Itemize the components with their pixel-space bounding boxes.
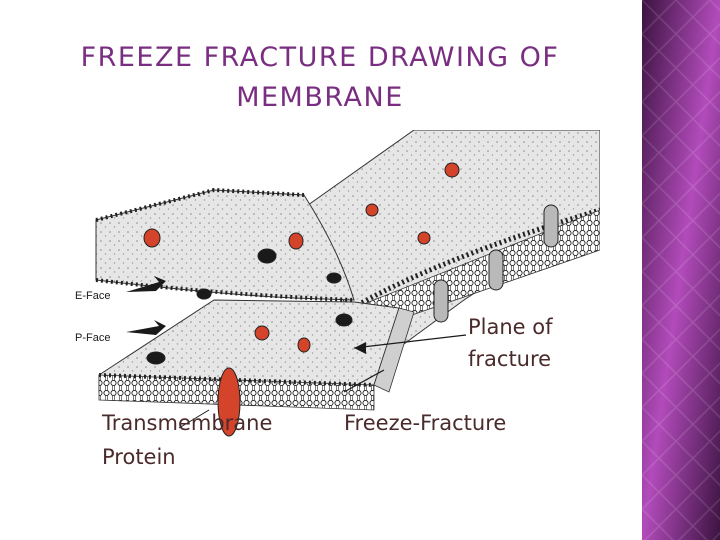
- transmembrane-protein-label-line2: Protein: [102, 445, 176, 469]
- e-face-label: E-Face: [75, 290, 111, 302]
- membrane-pits: [146, 248, 353, 365]
- plane-of-fracture-label-line1: Plane of: [468, 315, 553, 339]
- slide-title: FREEZE FRACTURE DRAWING OF MEMBRANE: [80, 42, 560, 113]
- transmembrane-protein-label-line1: Transmembrane: [102, 411, 273, 435]
- membrane-illustration: [95, 129, 601, 437]
- e-face-leaflet: [95, 187, 355, 302]
- freeze-fracture-figure: E-Face P-Face Plane of fracture Transmem…: [54, 129, 601, 474]
- edge-transmembrane-proteins: [433, 204, 559, 323]
- membrane-protein-particles: [143, 162, 460, 437]
- pointer-arrows: [126, 276, 467, 429]
- decorative-sidebar: [642, 0, 720, 540]
- freeze-fracture-label: Freeze-Fracture: [344, 411, 507, 435]
- p-face-label: P-Face: [75, 332, 111, 344]
- plane-of-fracture-label-line2: fracture: [468, 347, 552, 371]
- p-face-slab: [98, 299, 415, 411]
